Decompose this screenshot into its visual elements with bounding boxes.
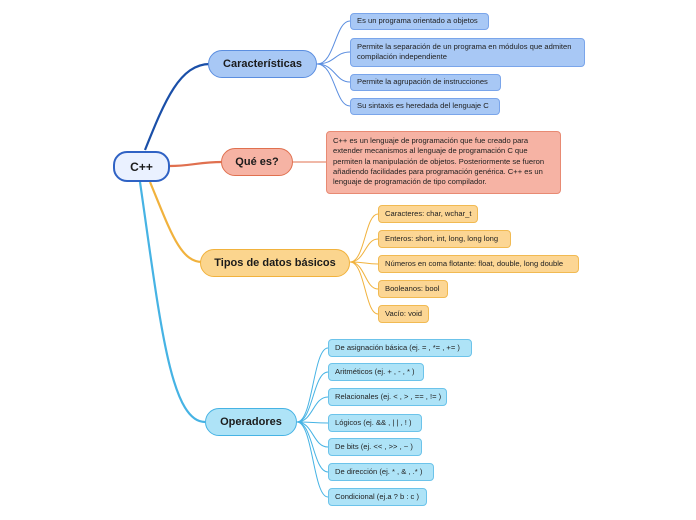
- root-node[interactable]: C++: [113, 151, 170, 182]
- leaf-operadores-4[interactable]: Lógicos (ej. && , | | , ! ): [328, 414, 422, 432]
- leaf-operadores-5[interactable]: De bits (ej. << , >> , ~ ): [328, 438, 422, 456]
- leaf-caracteristicas-2[interactable]: Permite la separación de un programa en …: [350, 38, 585, 67]
- leaf-tipos-5[interactable]: Vacío: void: [378, 305, 429, 323]
- leaf-caracteristicas-1[interactable]: Es un programa orientado a objetos: [350, 13, 489, 30]
- leaf-operadores-3[interactable]: Relacionales (ej. < , > , == , != ): [328, 388, 447, 406]
- leaf-que-es-1[interactable]: C++ es un lenguaje de programación que f…: [326, 131, 561, 194]
- leaf-tipos-2[interactable]: Enteros: short, int, long, long long: [378, 230, 511, 248]
- branch-caracteristicas[interactable]: Características: [208, 50, 317, 78]
- branch-operadores[interactable]: Operadores: [205, 408, 297, 436]
- branch-que-es[interactable]: Qué es?: [221, 148, 293, 176]
- leaf-tipos-1[interactable]: Caracteres: char, wchar_t: [378, 205, 478, 223]
- leaf-operadores-7[interactable]: Condicional (ej.a ? b : c ): [328, 488, 427, 506]
- leaf-caracteristicas-3[interactable]: Permite la agrupación de instrucciones: [350, 74, 501, 91]
- leaf-tipos-3[interactable]: Números en coma flotante: float, double,…: [378, 255, 579, 273]
- branch-tipos-datos[interactable]: Tipos de datos básicos: [200, 249, 350, 277]
- leaf-operadores-2[interactable]: Aritméticos (ej. + , - , * ): [328, 363, 424, 381]
- leaf-tipos-4[interactable]: Booleanos: bool: [378, 280, 448, 298]
- leaf-operadores-6[interactable]: De dirección (ej. * , & , .* ): [328, 463, 434, 481]
- leaf-operadores-1[interactable]: De asignación básica (ej. = , *= , += ): [328, 339, 472, 357]
- leaf-caracteristicas-4[interactable]: Su sintaxis es heredada del lenguaje C: [350, 98, 500, 115]
